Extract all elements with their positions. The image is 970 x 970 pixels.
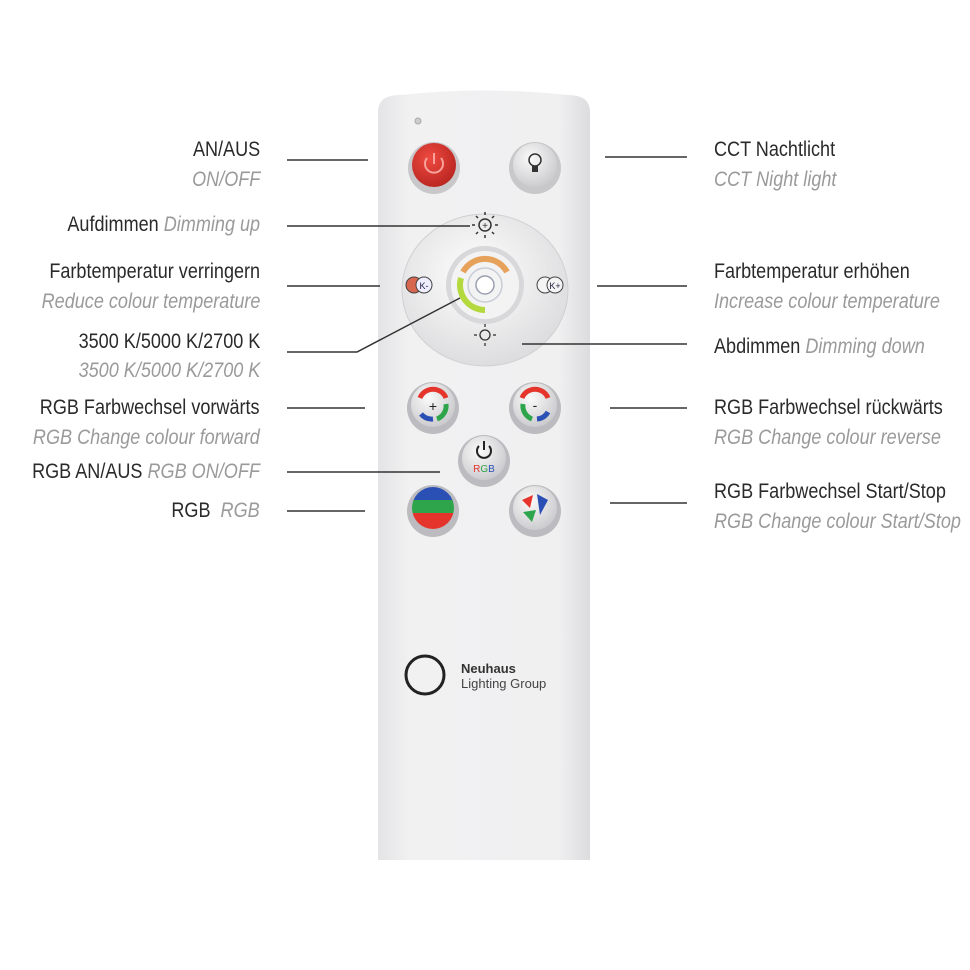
label-de: RGB Farbwechsel vorwärts [40, 396, 260, 419]
brand-logo-ring [404, 654, 446, 696]
label-en: Dimming down [805, 335, 925, 358]
k-minus-button[interactable]: K- [405, 276, 433, 294]
label-cct-values-en: 3500 K/5000 K/2700 K [78, 359, 260, 383]
label-de: RGB Farbwechsel rückwärts [714, 396, 943, 419]
power-icon [476, 445, 492, 459]
brand-name: Neuhaus [461, 661, 516, 676]
label-de: RGB Farbwechsel Start/Stop [714, 480, 946, 503]
label-de: CCT Nachtlicht [714, 138, 836, 161]
label-en: RGB ON/OFF [147, 460, 260, 483]
label-rgb-forward: RGB Farbwechsel vorwärts [40, 396, 260, 420]
label-en: Increase colour temperature [714, 290, 940, 313]
svg-text:RGB: RGB [473, 464, 495, 475]
label-en: CCT Night light [714, 168, 837, 191]
power-button[interactable] [408, 142, 460, 194]
rgb-power-button[interactable]: RGB [458, 435, 510, 487]
label-on-off: AN/AUS [193, 138, 260, 162]
svg-text:+: + [482, 221, 488, 232]
label-en: RGB Change colour Start/Stop [714, 510, 961, 533]
dim-up-button[interactable]: + [472, 212, 498, 238]
label-en: ON/OFF [191, 168, 260, 191]
rgb-reverse-button[interactable]: - [509, 382, 561, 434]
dim-down-button[interactable] [474, 324, 496, 346]
label-rgb-on-off: RGB AN/AUS RGB ON/OFF [32, 460, 260, 484]
cct-button[interactable] [446, 246, 524, 324]
cycle-forward-icon [417, 386, 449, 400]
k-plus-button[interactable]: K+ [536, 276, 564, 294]
rgb-button[interactable] [407, 485, 459, 537]
label-de: Farbtemperatur erhöhen [714, 260, 910, 283]
label-en: RGB [220, 499, 260, 522]
label-dim-up: Aufdimmen Dimming up [67, 213, 260, 237]
svg-text:-: - [533, 397, 538, 413]
indicator-led [414, 117, 422, 125]
label-on-off-en: ON/OFF [192, 168, 260, 192]
label-de: RGB [171, 499, 211, 522]
label-increase-temp: Farbtemperatur erhöhen [714, 260, 910, 284]
label-cct-values: 3500 K/5000 K/2700 K [78, 330, 260, 354]
night-light-button[interactable] [509, 142, 561, 194]
k-plus-text: K+ [549, 281, 560, 291]
label-rgb: RGB RGB [172, 499, 260, 523]
label-rgb-start-stop: RGB Farbwechsel Start/Stop [714, 480, 946, 504]
bulb-icon [528, 153, 542, 172]
label-night-light-en: CCT Night light [714, 168, 836, 192]
sun-icon [475, 275, 495, 295]
rgb-start-stop-button[interactable] [509, 485, 561, 537]
cycle-reverse-icon [519, 386, 551, 400]
label-rgb-reverse: RGB Farbwechsel rückwärts [714, 396, 943, 420]
label-reduce-temp: Farbtemperatur verringern [49, 260, 260, 284]
k-minus-text: K- [420, 281, 429, 291]
label-en: Reduce colour temperature [41, 290, 260, 313]
label-en: Dimming up [163, 213, 260, 236]
label-de: Farbtemperatur verringern [49, 260, 260, 283]
label-en: RGB Change colour reverse [714, 426, 941, 449]
power-icon [424, 157, 444, 174]
label-rgb-start-stop-en: RGB Change colour Start/Stop [714, 510, 961, 534]
label-en: 3500 K/5000 K/2700 K [78, 359, 260, 382]
color-shuffle-icon [522, 495, 533, 508]
brand-subtitle: Lighting Group [461, 676, 546, 691]
label-de: 3500 K/5000 K/2700 K [78, 330, 260, 353]
label-de: Abdimmen [714, 335, 801, 358]
label-dim-down: Abdimmen Dimming down [714, 335, 925, 359]
label-night-light: CCT Nachtlicht [714, 138, 835, 162]
label-rgb-forward-en: RGB Change colour forward [33, 426, 260, 450]
rgb-forward-button[interactable]: + [407, 382, 459, 434]
label-en: RGB Change colour forward [33, 426, 260, 449]
label-rgb-reverse-en: RGB Change colour reverse [714, 426, 941, 450]
callout-lines [287, 156, 687, 512]
label-de: Aufdimmen [67, 213, 159, 236]
svg-text:+: + [429, 398, 437, 414]
label-de: RGB AN/AUS [32, 460, 143, 483]
label-increase-temp-en: Increase colour temperature [714, 290, 940, 314]
sun-minus-icon [479, 329, 491, 341]
sun-plus-icon [478, 218, 492, 232]
label-de: AN/AUS [192, 138, 260, 161]
label-reduce-temp-en: Reduce colour temperature [41, 290, 260, 314]
